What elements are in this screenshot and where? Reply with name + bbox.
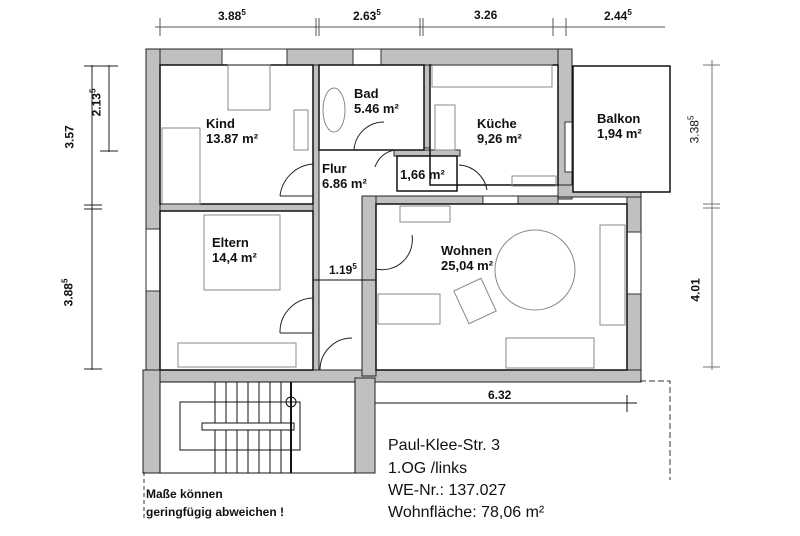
dim-top-4: 2.445 bbox=[604, 8, 632, 23]
windows bbox=[145, 48, 642, 295]
left-dimension-lines bbox=[84, 65, 118, 370]
dim-right-2: 4.01 bbox=[688, 278, 703, 302]
dim-left-1: 3.57 bbox=[62, 125, 77, 149]
info-floor: 1.OG /links bbox=[388, 460, 468, 477]
dim-left-2: 2.135 bbox=[88, 88, 104, 117]
note-line-1: Maße können bbox=[146, 487, 223, 501]
top-dimension-line bbox=[155, 18, 665, 36]
dim-bottom: 6.32 bbox=[488, 388, 512, 402]
bottom-dimension-line bbox=[375, 395, 637, 412]
info-living-area: Wohnfläche: 78,06 m² bbox=[388, 504, 545, 521]
furniture bbox=[161, 64, 626, 369]
dim-left-3: 3.885 bbox=[60, 278, 76, 307]
right-dimension-line bbox=[703, 60, 720, 370]
dashed-boundary bbox=[640, 380, 671, 480]
dim-inner: 1.195 bbox=[329, 262, 357, 277]
info-address: Paul-Klee-Str. 3 bbox=[388, 437, 501, 454]
dim-top-1: 3.885 bbox=[218, 8, 246, 23]
info-unit: WE-Nr.: 137.027 bbox=[388, 482, 507, 499]
staircase bbox=[159, 381, 356, 474]
door-swings bbox=[279, 121, 488, 371]
note-line-2: geringfügig abweichen ! bbox=[146, 505, 285, 519]
balcony-outline bbox=[572, 65, 671, 193]
dim-top-2: 2.635 bbox=[353, 8, 381, 23]
room-storage: 1,66 m² bbox=[400, 167, 445, 182]
dim-right-1: 3.385 bbox=[686, 115, 702, 144]
dim-top-3: 3.26 bbox=[474, 8, 498, 22]
